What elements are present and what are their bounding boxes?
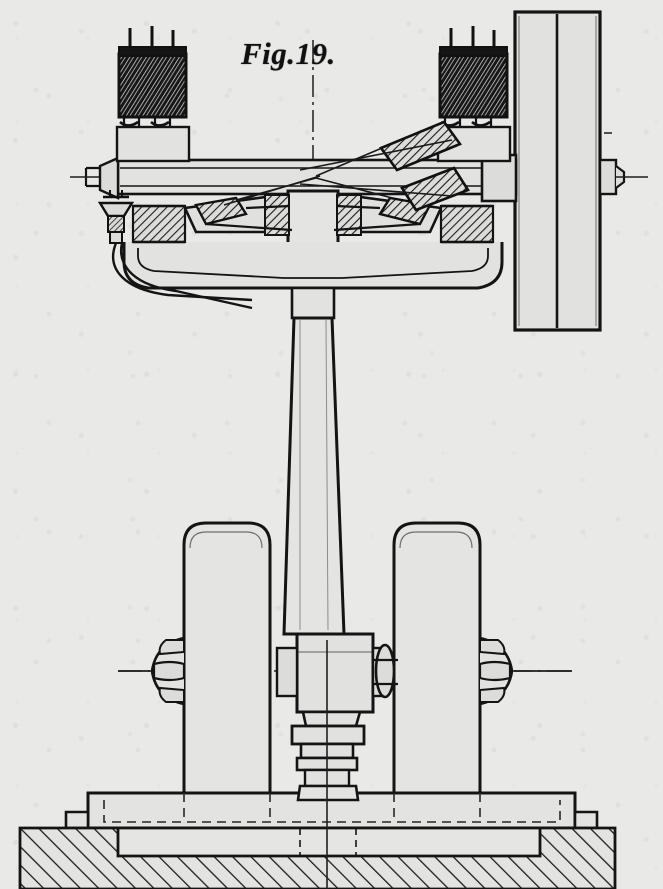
brush-holder-left xyxy=(115,26,191,163)
foundation xyxy=(18,826,617,889)
bedplate xyxy=(64,784,599,830)
brush-studs-left xyxy=(128,26,175,47)
commutator-drum xyxy=(513,10,602,332)
brush-arm-left xyxy=(194,196,293,232)
rocker-links xyxy=(223,139,453,206)
cable-terminal xyxy=(97,190,135,244)
drum-shaft-nut-right xyxy=(598,158,648,196)
clamp-block xyxy=(275,632,398,788)
pedestal-right xyxy=(392,521,482,802)
standard-column xyxy=(282,286,346,636)
figure-caption: Fig.19. xyxy=(241,36,336,71)
bearing-cap-left xyxy=(118,636,186,706)
tie-rod-nut-left xyxy=(70,156,120,200)
bearing-cap-right xyxy=(478,636,572,706)
upper-brush-pad-right-lower xyxy=(400,166,470,212)
pedestal-left xyxy=(182,521,272,802)
brush-studs-right xyxy=(449,26,496,47)
lead-cable xyxy=(111,242,253,310)
